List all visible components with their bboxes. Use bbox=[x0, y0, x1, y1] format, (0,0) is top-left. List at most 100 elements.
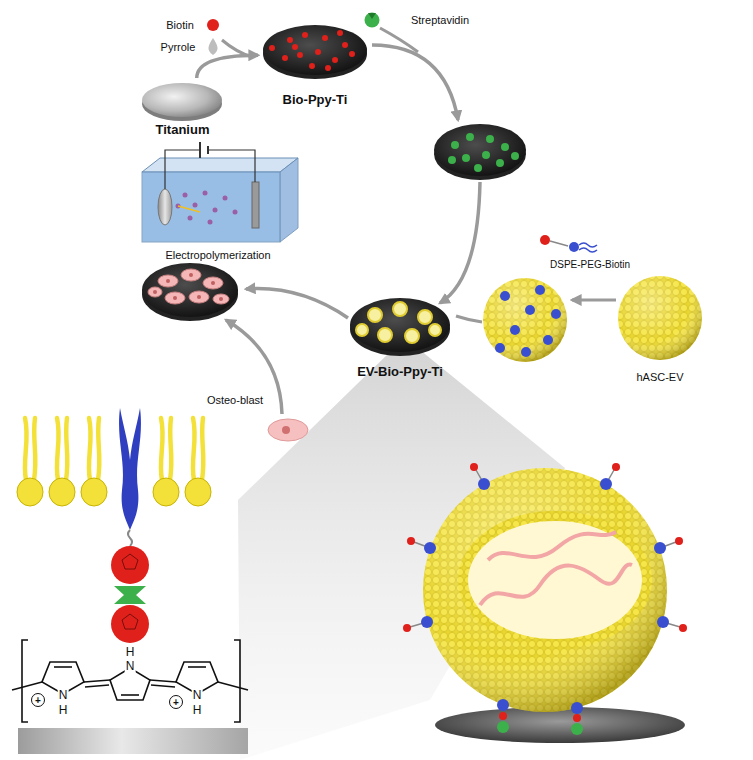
stage-label: Electropolymerization bbox=[165, 249, 270, 262]
drawing-part bbox=[66, 418, 67, 480]
drawing-part bbox=[17, 478, 43, 506]
drawing-part bbox=[207, 146, 209, 154]
drawing-part bbox=[153, 478, 179, 506]
drawing-part bbox=[173, 296, 177, 300]
drawing-part bbox=[495, 285, 561, 357]
drawing-part bbox=[350, 298, 450, 352]
drawing-part bbox=[675, 537, 683, 545]
drawing-part bbox=[496, 159, 504, 167]
drawing-part bbox=[84, 680, 110, 682]
drawing-part bbox=[510, 325, 520, 335]
process-arrow bbox=[197, 55, 258, 78]
drawing-part bbox=[497, 721, 509, 733]
drawing-part bbox=[188, 216, 193, 221]
stage-node: hASC-EV bbox=[610, 274, 710, 384]
drawing-part bbox=[178, 206, 200, 212]
stage-node: Bio-Ppy-Ti bbox=[258, 20, 372, 108]
atom-label: H bbox=[125, 646, 136, 659]
annotation-label: + bbox=[173, 697, 179, 708]
drawing-part bbox=[325, 65, 331, 71]
drawing-part bbox=[480, 565, 632, 605]
drawing-part bbox=[332, 57, 338, 63]
stage-node: Titanium bbox=[135, 78, 230, 138]
drawing-part bbox=[421, 478, 669, 714]
drawing-part bbox=[521, 347, 531, 357]
drawing-part bbox=[54, 666, 72, 668]
drawing-part bbox=[365, 13, 380, 28]
drawing-part bbox=[252, 182, 259, 228]
drawing-part bbox=[612, 463, 620, 471]
drawing-part bbox=[654, 542, 666, 554]
stage-label: Titanium bbox=[156, 122, 210, 138]
drawing-part bbox=[579, 248, 597, 252]
drawing-part bbox=[185, 478, 211, 506]
drawing-part bbox=[213, 208, 218, 213]
atom-label: H bbox=[192, 704, 203, 717]
ev-closeup bbox=[403, 463, 687, 743]
drawing-part bbox=[297, 52, 303, 58]
drawing-part bbox=[142, 172, 280, 242]
drawing-part bbox=[81, 478, 107, 506]
pyrrole-droplet bbox=[208, 38, 217, 55]
drawing-part bbox=[148, 269, 229, 304]
drawing-part bbox=[268, 419, 308, 441]
drawing-part bbox=[500, 291, 510, 301]
process-arrow bbox=[440, 182, 480, 303]
process-arrow bbox=[246, 289, 348, 318]
drawing-part bbox=[451, 141, 459, 149]
drawing-part bbox=[188, 666, 206, 668]
drawing-part bbox=[337, 30, 343, 36]
drawing-part bbox=[208, 38, 217, 55]
drawing-part bbox=[421, 616, 433, 628]
drawing-part bbox=[158, 189, 172, 225]
drawing-part bbox=[403, 463, 687, 722]
drawing-part bbox=[368, 308, 382, 322]
drawing-part bbox=[309, 63, 315, 69]
drawing-part bbox=[525, 305, 535, 315]
drawing-part bbox=[98, 418, 99, 480]
drawing-part bbox=[57, 418, 59, 480]
drawing-part bbox=[463, 516, 647, 644]
drawing-part bbox=[423, 468, 667, 712]
osteoblast-cell bbox=[268, 419, 308, 441]
drawing-part bbox=[405, 329, 419, 343]
drawing-part bbox=[197, 295, 201, 299]
drawing-part bbox=[571, 702, 583, 714]
node-label-group: Electropolymerization bbox=[128, 249, 308, 262]
drawing-part bbox=[462, 154, 470, 162]
drawing-part bbox=[25, 418, 27, 480]
drawing-part bbox=[213, 294, 229, 304]
drawing-part bbox=[550, 241, 568, 246]
drawing-part bbox=[219, 297, 223, 301]
drawing-part bbox=[22, 640, 28, 722]
drawing-part bbox=[410, 470, 680, 627]
lipid-heads bbox=[17, 478, 211, 506]
drawing-part bbox=[483, 278, 567, 362]
drawing-part bbox=[161, 418, 163, 480]
drawing-part bbox=[166, 279, 170, 283]
drawing-part bbox=[176, 191, 238, 225]
drawing-part bbox=[111, 546, 149, 584]
annotation-label: Pyrrole bbox=[161, 41, 196, 53]
drawing-part bbox=[571, 723, 583, 735]
atom-label: N bbox=[192, 689, 203, 702]
drawing-part bbox=[111, 605, 149, 643]
drawing-part bbox=[497, 721, 583, 735]
drawing-part bbox=[189, 291, 209, 303]
drawing-part bbox=[497, 699, 509, 711]
drawing-part bbox=[269, 45, 275, 51]
electropolymerization-tank bbox=[142, 142, 298, 242]
drawing-part bbox=[122, 554, 138, 569]
hasc-ev-sphere bbox=[618, 276, 702, 360]
drawing-part bbox=[474, 164, 482, 172]
drawing-part bbox=[193, 203, 198, 208]
drawing-part bbox=[148, 287, 162, 297]
drawing-part bbox=[183, 193, 188, 198]
drawing-part bbox=[208, 220, 213, 225]
drawing-part bbox=[551, 309, 561, 319]
drawing-part bbox=[233, 210, 238, 215]
drawing-part bbox=[269, 30, 355, 71]
stage-label: hASC-EV bbox=[636, 371, 683, 384]
atom-label: N bbox=[58, 689, 69, 702]
